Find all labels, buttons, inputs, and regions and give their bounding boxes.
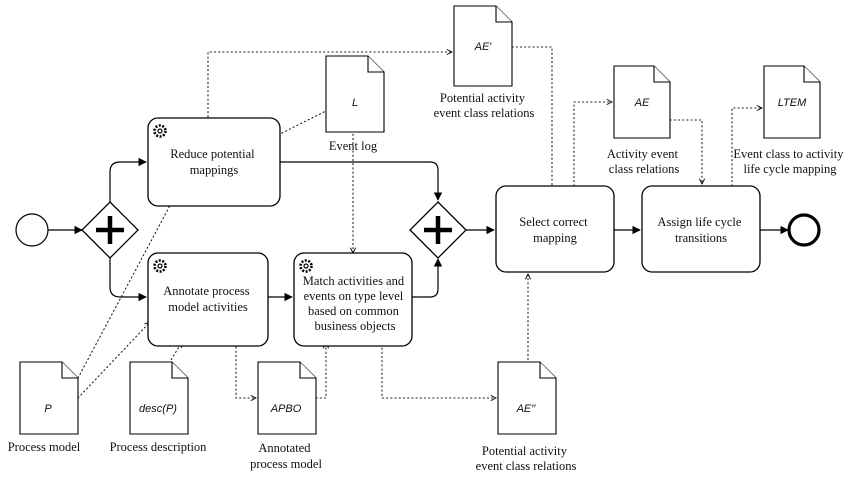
flow-match-to-join — [412, 258, 443, 298]
parallel-join-gateway — [409, 201, 467, 259]
doc-ae-prime: AE′ Potential activity event class relat… — [434, 5, 535, 120]
parallel-split-gateway — [81, 201, 139, 259]
flow-split-to-reduce — [109, 157, 147, 202]
gear-icon — [153, 259, 167, 273]
task-label: Annotate process model activities — [163, 284, 253, 314]
doc-process-model: P Process model — [8, 361, 81, 454]
assoc-p-to-annotate — [77, 322, 150, 399]
doc-symbol: desc(P) — [139, 403, 177, 415]
task-label: Reduce potential mappings — [170, 147, 257, 177]
assoc-annotate-to-apbo — [235, 346, 256, 398]
task-annotate-process-model-activities: Annotate process model activities — [147, 252, 269, 347]
doc-caption: Event log — [329, 139, 378, 153]
doc-symbol: L — [352, 97, 358, 109]
doc-caption: Potential activity event class relations — [476, 444, 577, 473]
doc-symbol: AE′ — [474, 41, 493, 53]
doc-caption: Event class to activity life cycle mappi… — [733, 147, 846, 176]
doc-ae-double-prime: AE′′ Potential activity event class rela… — [476, 361, 577, 473]
assoc-select-to-ae — [573, 102, 612, 187]
doc-symbol: APBO — [270, 403, 302, 415]
doc-process-description: desc(P) Process description — [110, 361, 208, 454]
doc-caption: Process model — [8, 440, 81, 454]
task-label: Assign life cycle transitions — [657, 215, 744, 245]
doc-caption: Potential activity event class relations — [434, 91, 535, 120]
task-label: Select correct mapping — [519, 215, 590, 245]
assoc-apbo-to-match — [315, 343, 326, 399]
doc-caption: Annotated process model — [250, 441, 322, 471]
gear-icon — [299, 259, 313, 273]
assoc-ae-prime-to-select — [511, 46, 552, 192]
doc-symbol: AE′′ — [516, 403, 537, 415]
start-event — [15, 213, 49, 247]
doc-annotated-process-model: APBO Annotated process model — [250, 361, 322, 471]
end-event — [787, 213, 821, 247]
task-select-correct-mapping: Select correct mapping — [495, 185, 615, 273]
doc-symbol: AE — [634, 97, 650, 109]
doc-event-log: L Event log — [325, 55, 385, 153]
flow-split-to-annotate — [109, 258, 147, 302]
task-label: Match activities and events on type leve… — [303, 274, 407, 333]
assoc-match-to-ae-double-prime — [381, 347, 496, 398]
doc-caption: Activity event class relations — [607, 147, 681, 176]
doc-symbol: LTEM — [778, 97, 807, 109]
task-assign-life-cycle-transitions: Assign life cycle transitions — [641, 185, 761, 273]
doc-ae: AE Activity event class relations — [607, 65, 681, 176]
gear-icon — [153, 124, 167, 138]
flow-reduce-to-join — [280, 161, 443, 201]
assoc-desc-to-annotate — [157, 342, 183, 382]
task-match-activities-and-events: Match activities and events on type leve… — [293, 252, 413, 347]
assoc-p-to-reduce — [77, 183, 183, 379]
doc-symbol: P — [44, 403, 52, 415]
task-reduce-potential-mappings: Reduce potential mappings — [147, 117, 281, 207]
assoc-reduce-to-ae-prime — [207, 52, 452, 118]
doc-ltem: LTEM Event class to activity life cycle … — [733, 65, 846, 176]
sequence-flows — [48, 157, 789, 302]
doc-caption: Process description — [110, 440, 208, 454]
assoc-assign-to-ltem — [731, 108, 762, 187]
